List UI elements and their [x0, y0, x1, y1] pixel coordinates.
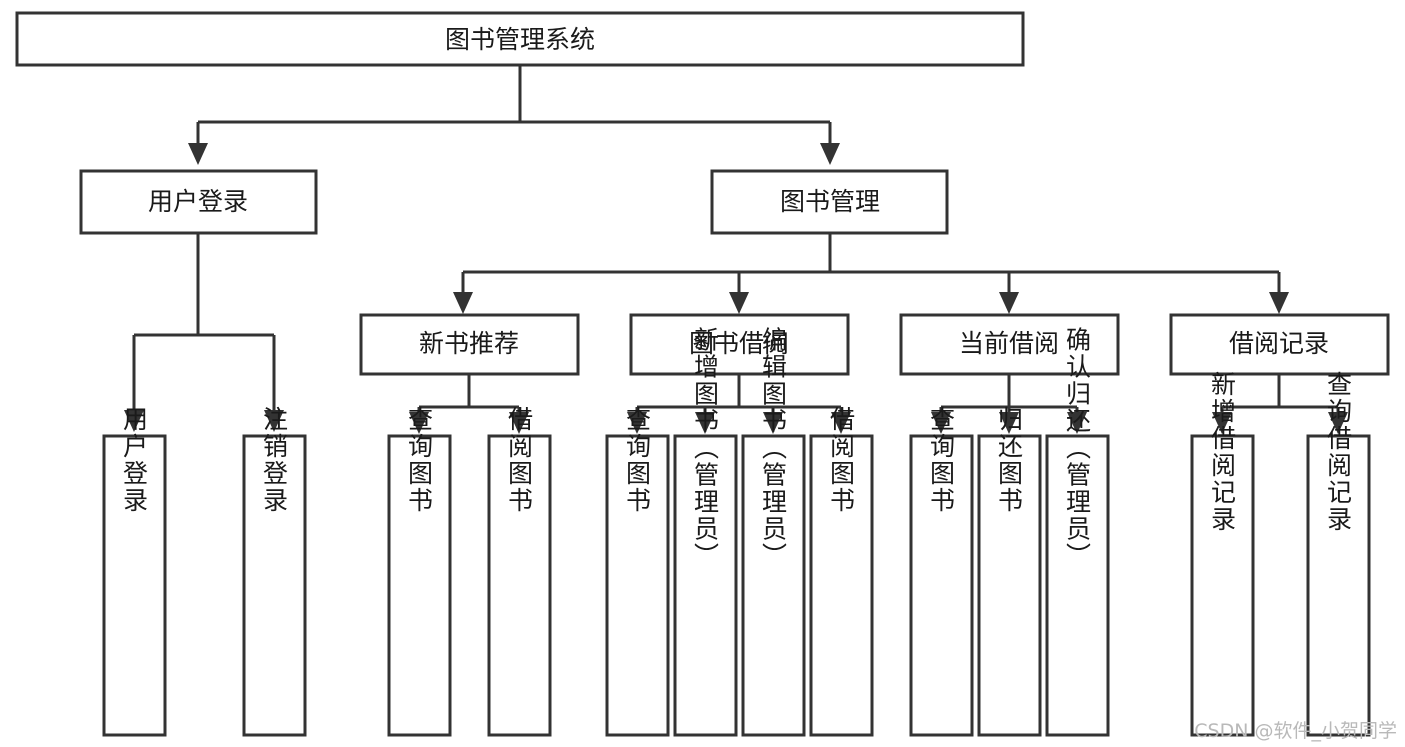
arrow-head-newbook-leaf-2 — [509, 412, 529, 434]
leaf-box-1[interactable] — [242, 434, 307, 737]
arrow-head-book-to-new — [453, 292, 473, 314]
leaf-label-1: 注销登录 — [260, 406, 289, 514]
node-book-borrow[interactable]: 图书借阅 — [629, 313, 850, 376]
leaf-node[interactable]: 查询图书 — [909, 406, 974, 737]
leaf-box-3[interactable] — [487, 434, 552, 737]
arrow-head-record-leaf-1 — [1212, 412, 1232, 434]
arrow-head-current-leaf-3 — [1067, 412, 1087, 434]
leaf-label-9: 归还图书 — [995, 406, 1024, 514]
arrow-head-current-leaf-1 — [931, 412, 951, 434]
node-book-manage[interactable]: 图书管理 — [710, 169, 949, 235]
node-root-box[interactable] — [15, 11, 1025, 67]
leaf-box-2[interactable] — [387, 434, 452, 737]
connector-group-book-manage — [453, 233, 1289, 314]
leaf-box-8[interactable] — [909, 434, 974, 737]
node-user-login[interactable]: 用户登录 — [79, 169, 318, 235]
leaf-label-2: 查询图书 — [405, 406, 434, 514]
leaf-node[interactable]: 查询图书 — [387, 406, 452, 737]
leaf-box-10[interactable] — [1045, 434, 1110, 737]
leaf-node[interactable]: 借阅图书 — [487, 406, 552, 737]
leaf-box-6[interactable] — [741, 434, 806, 737]
connector-group-borrow-record — [1212, 374, 1348, 434]
leaf-label-5: 新增图书（管理员） — [691, 327, 720, 570]
leaf-box-5[interactable] — [673, 434, 738, 737]
arrow-head-record-leaf-2 — [1328, 412, 1348, 434]
leaf-node[interactable]: 确认归还（管理员） — [1045, 327, 1110, 737]
leaf-label-11: 新增借阅记录 — [1208, 371, 1237, 533]
leaf-box-9[interactable] — [977, 434, 1042, 737]
leaf-node[interactable]: 归还图书 — [977, 406, 1042, 737]
node-root-label: 图书管理系统 — [445, 25, 595, 54]
node-root[interactable]: 图书管理系统 — [15, 11, 1025, 67]
node-borrow-record-box[interactable] — [1169, 313, 1390, 376]
leaf-node[interactable]: 编辑图书（管理员） — [741, 327, 806, 737]
connector-group-user-login — [124, 233, 284, 432]
leaf-node[interactable]: 新增借阅记录 — [1190, 371, 1255, 737]
leaf-label-7: 借阅图书 — [827, 406, 856, 514]
node-new-book-recommend-box[interactable] — [359, 313, 580, 376]
node-current-borrow[interactable]: 当前借阅 — [899, 313, 1120, 376]
arrow-head-borrow-leaf-3 — [763, 412, 783, 434]
node-book-manage-label: 图书管理 — [780, 187, 880, 216]
leaf-label-12: 查询借阅记录 — [1324, 371, 1353, 533]
leaf-label-10: 确认归还（管理员） — [1063, 327, 1092, 570]
leaf-node[interactable]: 借阅图书 — [809, 406, 874, 737]
arrow-head-user-leaf-1 — [124, 410, 144, 432]
node-user-login-label: 用户登录 — [148, 187, 248, 216]
arrow-head-book-to-borrow — [729, 292, 749, 314]
node-book-manage-box[interactable] — [710, 169, 949, 235]
node-book-borrow-label: 图书借阅 — [689, 329, 789, 358]
arrow-head-root-to-book — [820, 143, 840, 165]
node-book-borrow-box[interactable] — [629, 313, 850, 376]
node-borrow-record-label: 借阅记录 — [1229, 329, 1329, 358]
connector-group-book-borrow — [627, 374, 851, 434]
leaf-label-8: 查询图书 — [927, 406, 956, 514]
leaf-label-6: 编辑图书（管理员） — [759, 327, 788, 570]
leaf-box-7[interactable] — [809, 434, 874, 737]
leaf-node[interactable]: 用户登录 — [102, 406, 167, 737]
leaf-label-0: 用户登录 — [120, 406, 149, 514]
arrow-head-borrow-leaf-1 — [627, 412, 647, 434]
node-current-borrow-label: 当前借阅 — [959, 329, 1059, 358]
leaf-node[interactable]: 新增图书（管理员） — [673, 327, 738, 737]
leaf-box-12[interactable] — [1306, 434, 1371, 737]
leaf-box-4[interactable] — [605, 434, 670, 737]
node-new-book-recommend[interactable]: 新书推荐 — [359, 313, 580, 376]
leaf-label-3: 借阅图书 — [505, 406, 534, 514]
arrow-head-borrow-leaf-2 — [695, 412, 715, 434]
arrow-head-borrow-leaf-4 — [831, 412, 851, 434]
leaf-node[interactable]: 查询图书 — [605, 406, 670, 737]
node-new-book-recommend-label: 新书推荐 — [419, 329, 519, 358]
arrow-head-book-to-current — [999, 292, 1019, 314]
leaf-label-4: 查询图书 — [623, 406, 652, 514]
leaf-node[interactable]: 查询借阅记录 — [1306, 371, 1371, 737]
node-user-login-box[interactable] — [79, 169, 318, 235]
arrow-head-current-leaf-2 — [999, 412, 1019, 434]
leaf-box-11[interactable] — [1190, 434, 1255, 737]
connector-group-root — [188, 65, 840, 165]
node-current-borrow-box[interactable] — [899, 313, 1120, 376]
arrow-head-root-to-user — [188, 143, 208, 165]
connector-group-current-borrow — [931, 374, 1087, 434]
connector-group-new-book — [409, 374, 529, 434]
node-borrow-record[interactable]: 借阅记录 — [1169, 313, 1390, 376]
arrow-head-user-leaf-2 — [264, 410, 284, 432]
arrow-head-newbook-leaf-1 — [409, 412, 429, 434]
arrow-head-book-to-record — [1269, 292, 1289, 314]
leaf-node[interactable]: 注销登录 — [242, 406, 307, 737]
leaf-box-0[interactable] — [102, 434, 167, 737]
